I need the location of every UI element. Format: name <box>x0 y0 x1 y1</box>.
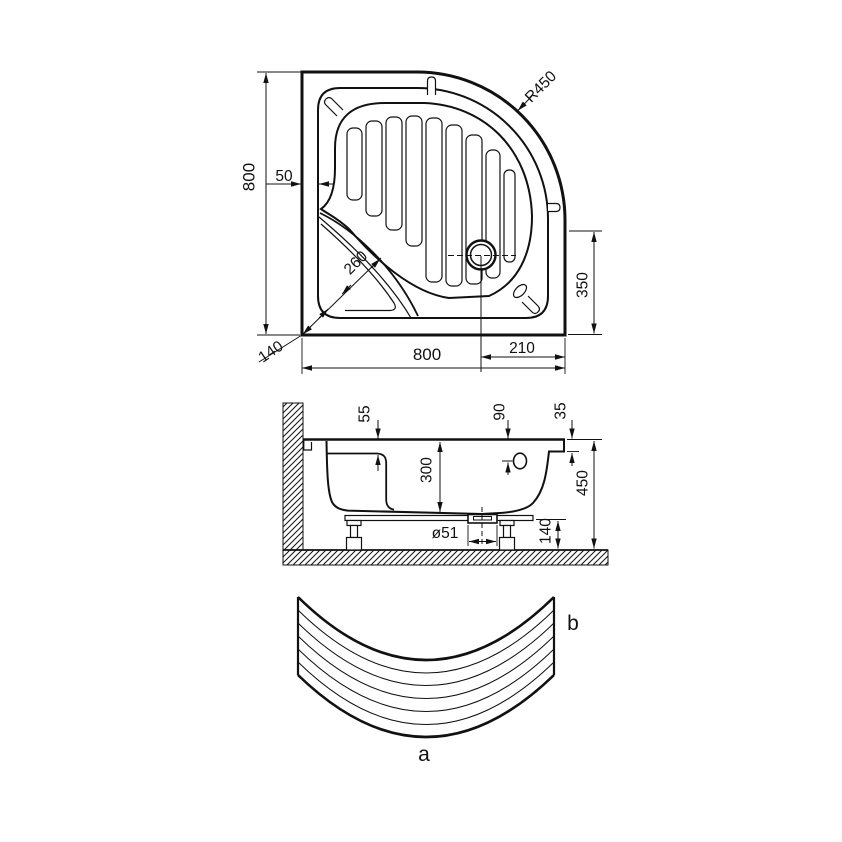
apron-bottom-edge <box>297 674 555 739</box>
dim-drain-y-label: 350 <box>575 272 592 298</box>
leg-plate <box>346 519 362 527</box>
dim-arrow <box>370 258 381 269</box>
mounting-lug-right <box>548 202 561 213</box>
leg-stem <box>502 524 512 539</box>
dim-height-label: 800 <box>240 163 259 191</box>
rib <box>503 169 516 263</box>
leg-plate <box>499 519 515 527</box>
leg-left <box>345 519 363 551</box>
dim-radius-label: R450 <box>522 68 560 106</box>
apron-side-label: b <box>567 612 579 635</box>
rib <box>465 134 483 285</box>
radius-leader <box>517 95 533 111</box>
dim-arrow <box>302 325 312 335</box>
seat-surface-line <box>320 223 396 312</box>
mounting-lug-bottom-right <box>521 295 541 315</box>
apron-contour-line <box>297 609 555 674</box>
leg-foot <box>345 536 363 551</box>
apron-bottom-label: a <box>418 743 430 766</box>
dim-corner-label: 140 <box>256 338 287 367</box>
overflow-hole <box>512 452 528 470</box>
support-frame <box>344 514 534 522</box>
dim-arrow <box>341 284 352 295</box>
rib <box>425 117 443 283</box>
rim-hook-left <box>303 440 313 451</box>
plan-view: 800 800 50 210 350 140 260 R450 <box>240 68 602 374</box>
apron-contour-line <box>297 635 555 699</box>
rib <box>346 127 363 201</box>
seat-edge-outer <box>319 212 419 317</box>
dim-clearance-label: 140 <box>538 518 555 544</box>
dim-seat-label: 260 <box>341 248 372 279</box>
dim-line-diagonal <box>301 257 382 336</box>
apron-view: b a <box>296 596 579 766</box>
rib <box>385 116 403 231</box>
dim-line-diagonal <box>258 334 303 363</box>
rim-contour <box>317 86 549 319</box>
mounting-lug-top-left <box>323 96 344 117</box>
rib <box>405 115 423 247</box>
dim-rim-height-label: 35 <box>553 402 570 419</box>
dim-seat-drop-label: 55 <box>357 405 374 422</box>
leg-right <box>498 519 516 551</box>
section-view: 55 300 90 35 450 140 ø51 <box>282 402 609 566</box>
dim-width-label: 800 <box>413 345 441 364</box>
floor-contour <box>319 102 534 300</box>
fixing-hole <box>512 283 528 299</box>
basin-profile-right <box>481 440 565 515</box>
dim-drain-x-label: 210 <box>509 340 535 357</box>
seat-profile <box>326 452 395 511</box>
apron-contour-line <box>297 622 555 686</box>
mounting-lug-top <box>426 76 437 95</box>
leg-stem <box>349 524 359 539</box>
wall-hatch <box>282 402 304 551</box>
dim-arrow <box>318 308 329 319</box>
apron-top-edge <box>297 596 555 662</box>
rib <box>485 149 501 279</box>
outer-contour <box>300 70 567 337</box>
dim-total-height-label: 450 <box>575 470 592 496</box>
leg-foot <box>498 536 516 551</box>
basin-profile-left <box>325 440 483 515</box>
dim-drain-diameter-label: ø51 <box>432 525 459 542</box>
dim-overflow-label: 90 <box>492 403 509 421</box>
seat-edge-inner <box>318 216 412 319</box>
dim-rim-label: 50 <box>275 168 293 185</box>
apron-contour-line <box>297 661 555 725</box>
floor-hatch <box>282 549 609 566</box>
apron-contour-line <box>297 648 555 712</box>
antislip-ribs <box>346 115 516 287</box>
rib <box>445 124 463 287</box>
rib <box>365 120 383 217</box>
dim-basin-depth-label: 300 <box>419 457 436 483</box>
